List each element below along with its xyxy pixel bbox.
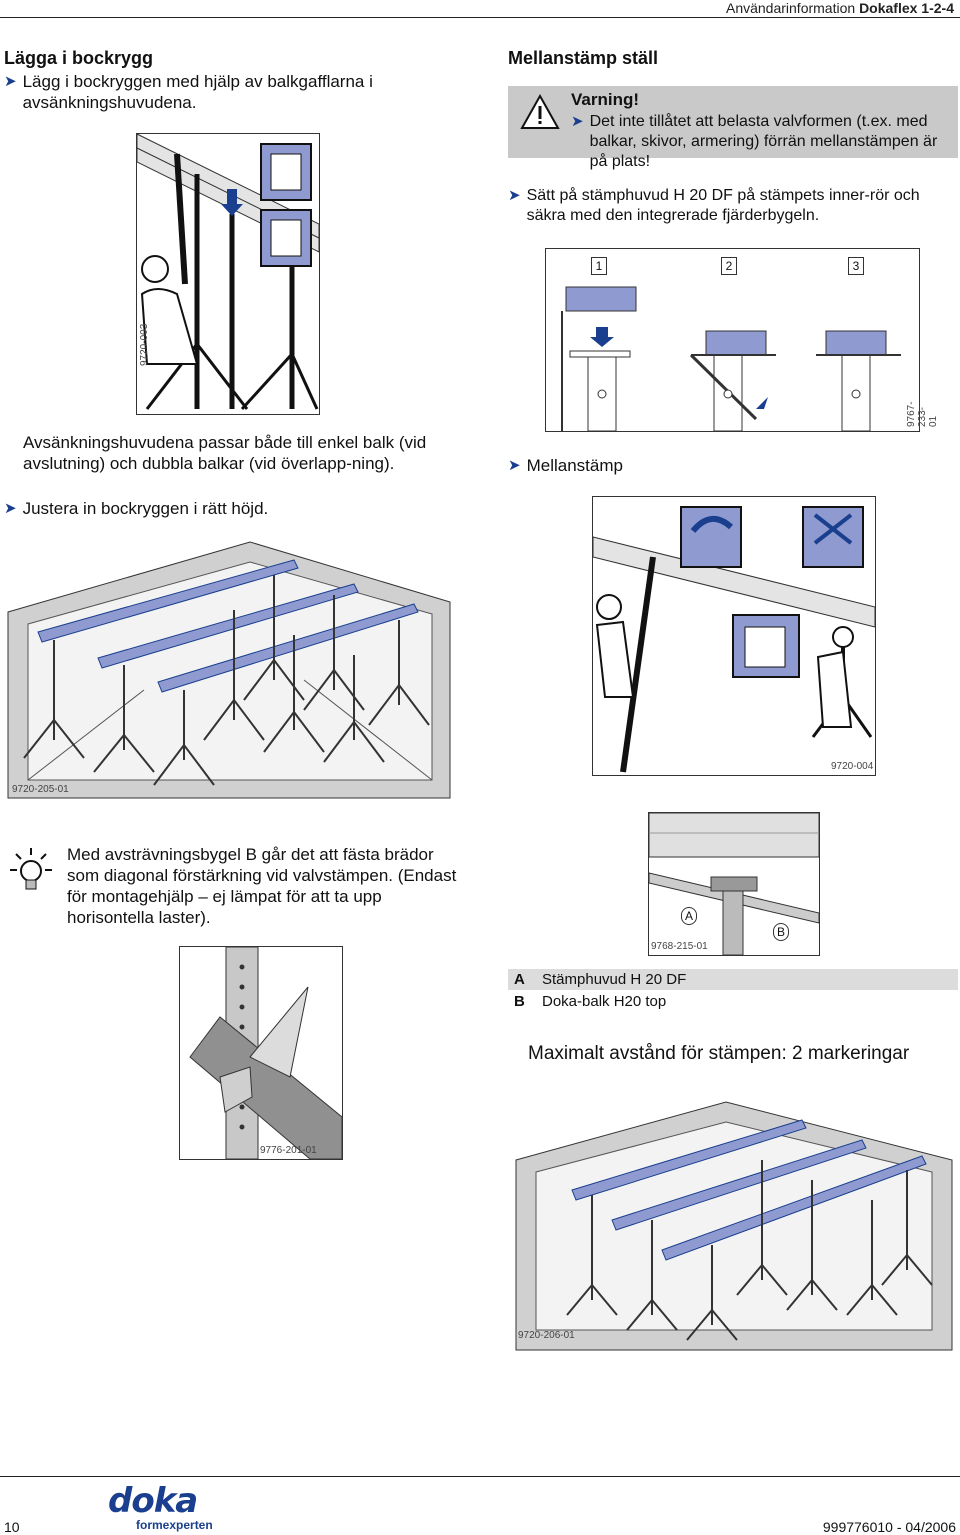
arrow-icon: ➤: [508, 187, 521, 204]
arrow-icon: ➤: [508, 457, 521, 474]
legend-row-a: A Stämphuvud H 20 DF: [508, 969, 958, 990]
header-section: Användarinformation: [725, 0, 856, 16]
warning-icon: [520, 93, 560, 130]
bracing-illustration: [189, 946, 343, 1160]
logo-wordmark: doka: [108, 1481, 198, 1521]
figure-head-mount: 1 2 3 9767-233-01: [545, 248, 939, 432]
right-heading: Mellanstämp ställ: [508, 48, 659, 68]
step-number-3: 3: [848, 257, 864, 275]
arrow-icon: ➤: [571, 113, 584, 130]
left-step1: ➤ Lägg i bockryggen med hjälp av balkgaf…: [4, 71, 464, 113]
label-b: B: [773, 923, 789, 941]
warning-text-content: Det inte tillåtet att belasta valvformen…: [589, 113, 938, 170]
arrow-icon: ➤: [4, 500, 17, 517]
label-a: A: [681, 907, 697, 925]
header-rule: [0, 17, 960, 18]
figure-number: 9720-003: [139, 323, 150, 366]
figure-room-props: 9720-206-01: [512, 1100, 953, 1351]
figure-number: 9720-205-01: [12, 784, 69, 795]
right-step2: ➤ Mellanstämp: [508, 455, 958, 476]
page-header: Användarinformation Dokaflex 1-2-4: [726, 0, 954, 16]
figure-number: 9776-201-01: [260, 1145, 317, 1156]
left-step2: ➤ Justera in bockryggen i rätt höjd.: [4, 498, 464, 519]
page-number: 10: [4, 1519, 20, 1535]
legend-text: Stämphuvud H 20 DF: [542, 971, 687, 988]
lay-beam-illustration: [136, 133, 320, 411]
legend-key: A: [514, 971, 525, 988]
legend-text: Doka-balk H20 top: [542, 993, 667, 1010]
step-number-2: 2: [721, 257, 737, 275]
lightbulb-icon: [8, 846, 54, 894]
max-distance-title: Maximalt avstånd för stämpen: 2 markerin…: [528, 1043, 910, 1064]
head-mount-illustration: [561, 286, 901, 432]
figure-lay-beam: 9720-003: [136, 133, 320, 415]
left-paragraph: Avsänkningshuvudena passar både till enk…: [23, 433, 427, 473]
left-step1-text: Lägg i bockryggen med hjälp av balkgaffl…: [22, 72, 373, 112]
prop-head-illustration: [648, 812, 820, 956]
legend-key: B: [514, 993, 525, 1010]
step-number-1: 1: [591, 257, 607, 275]
room-props-illustration: [515, 1101, 953, 1351]
legend-row-b: B Doka-balk H20 top: [508, 991, 958, 1012]
figure-intermediate-prop: 9720-004: [592, 496, 876, 776]
figure-room-beams: 9720-205-01: [4, 540, 451, 808]
right-step1-text: Sätt på stämphuvud H 20 DF på stämpets i…: [526, 187, 920, 224]
warning-text: ➤ Det inte tillåtet att belasta valvform…: [571, 112, 953, 172]
right-step1: ➤ Sätt på stämphuvud H 20 DF på stämpets…: [508, 186, 958, 226]
warning-title: Varning!: [571, 90, 640, 109]
figure-number: 9767-233-01: [906, 401, 939, 427]
room-beams-illustration: [7, 541, 451, 799]
left-step2-text: Justera in bockryggen i rätt höjd.: [22, 499, 269, 518]
right-step2-text: Mellanstämp: [526, 456, 623, 475]
logo-tagline: formexperten: [136, 1518, 213, 1532]
figure-number: 9768-215-01: [651, 941, 708, 952]
left-heading: Lägga i bockrygg: [4, 48, 154, 68]
tip-text: Med avsträvningsbygel B går det att fäst…: [67, 845, 457, 927]
doka-logo: doka formexperten: [108, 1484, 248, 1534]
intermediate-prop-illustration: [592, 506, 876, 773]
arrow-icon: ➤: [4, 73, 17, 90]
figure-number: 9720-004: [831, 761, 874, 772]
header-product: Dokaflex 1-2-4: [859, 0, 954, 16]
warning-box: Varning! ➤ Det inte tillåtet att belasta…: [508, 86, 958, 170]
document-number: 999776010 - 04/2006: [822, 1519, 956, 1535]
figure-bracing: 9776-201-01: [179, 946, 343, 1160]
figure-prop-head: A B 9768-215-01: [648, 812, 820, 956]
figure-number: 9720-206-01: [518, 1330, 575, 1341]
footer-rule: [0, 1476, 960, 1477]
